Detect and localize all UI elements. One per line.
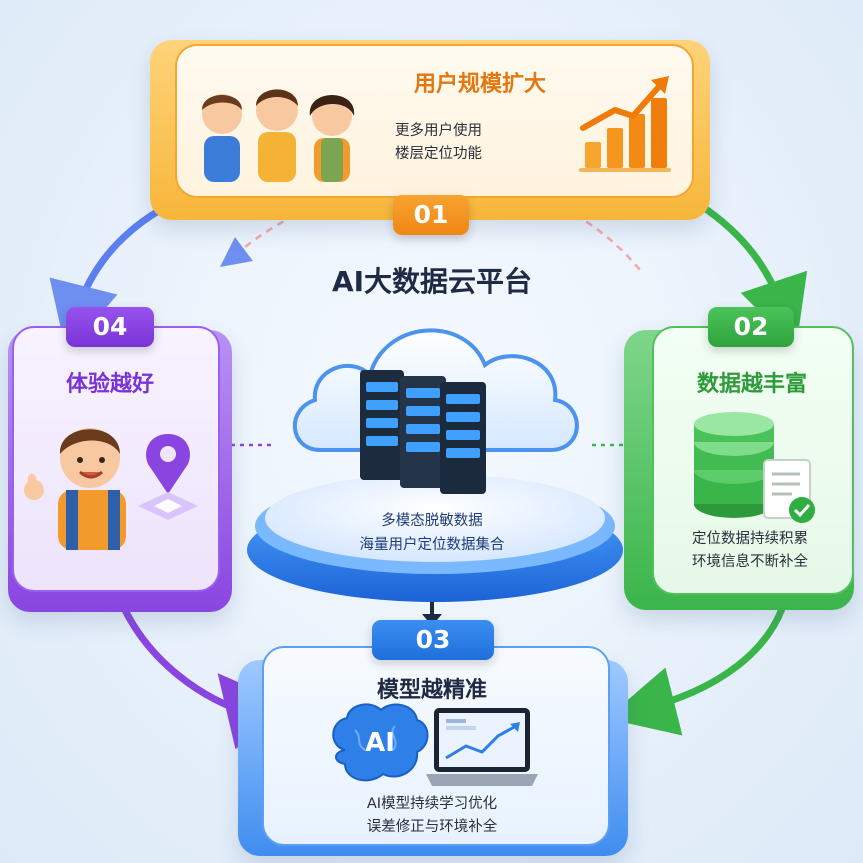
growth-chart-icon [579,76,671,172]
laptop-chart-icon [426,708,538,786]
center-line2: 海量用户定位数据集合 [359,537,505,553]
center-title: AI大数据云平台 [331,265,533,298]
stage-04-badge: 04 [66,307,154,347]
stage-03-line1: AI模型持续学习优化 [366,796,498,812]
stage-03-badge: 03 [372,620,494,660]
happy-child-location-illustration [24,428,198,550]
database-document-icon [694,412,815,523]
center-line1: 多模态脱敏数据 [381,513,483,529]
stage-03-line2: 误差修正与环境补全 [366,819,498,835]
ai-label: AI [365,728,395,758]
stage-04-title: 体验越好 [65,372,154,397]
stage-01-line1: 更多用户使用 [395,123,482,139]
ai-brain-icon [332,703,429,782]
stage-02-badge: 02 [708,307,794,347]
stage-01-line2: 楼层定位功能 [395,146,482,162]
stage-02-panel [652,326,854,595]
cloud-server-platform [247,328,623,602]
stage-03-title: 模型越精准 [376,678,487,703]
children-group-illustration [202,89,355,182]
stage-01-title: 用户规模扩大 [413,72,546,97]
stage-02-line2: 环境信息不断补全 [692,554,808,570]
stage-02-title: 数据越丰富 [696,372,807,397]
stage-02-line1: 定位数据持续积累 [692,531,808,547]
stage-01-badge: 01 [393,195,469,235]
